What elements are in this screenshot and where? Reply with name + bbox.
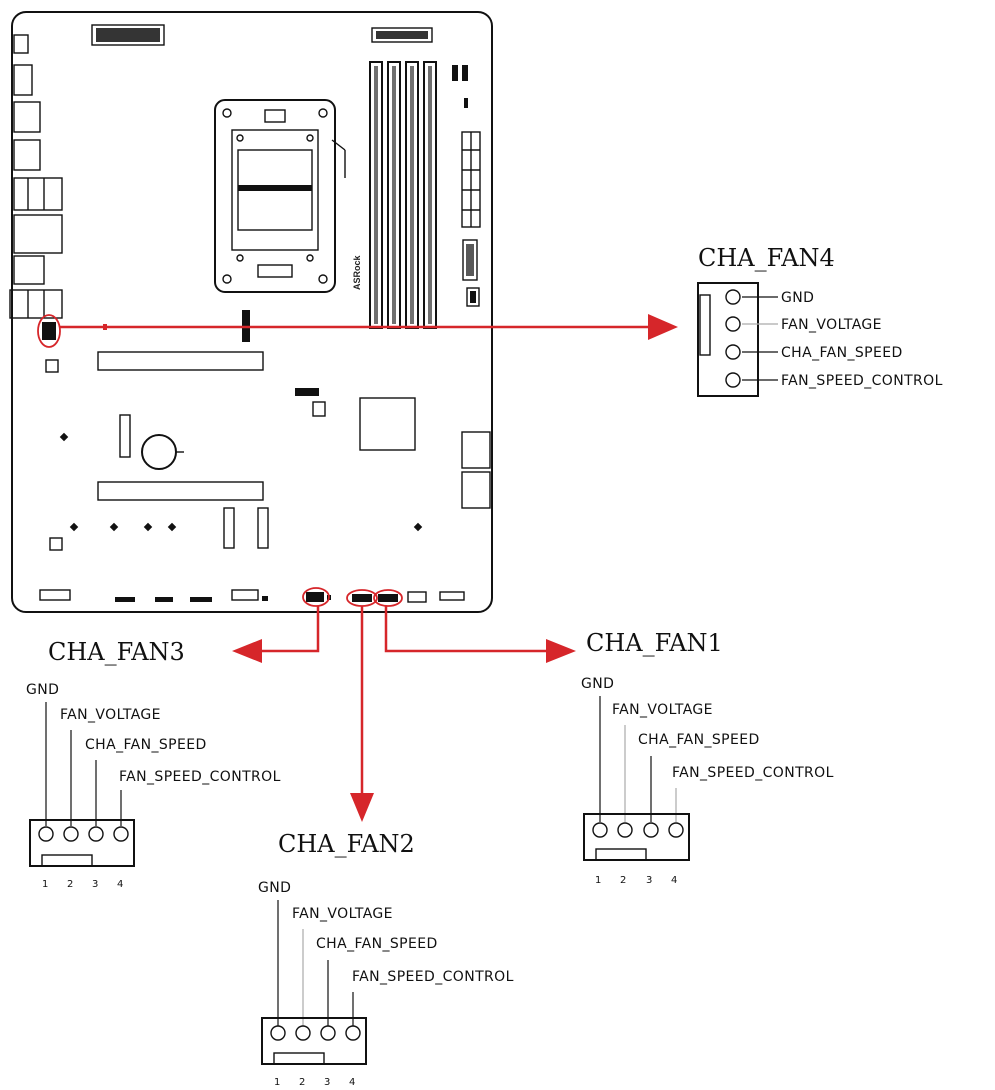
cha-fan4-pin-3 xyxy=(725,344,741,360)
cha-fan4-pin-1 xyxy=(725,289,741,305)
cha-fan3-pin-number-3: 3 xyxy=(92,879,98,890)
cha-fan2-pin-number-3: 3 xyxy=(324,1077,330,1088)
cha-fan2-pin-3-label: CHA_FAN_SPEED xyxy=(316,936,438,952)
cha-fan3-pin-number-2: 2 xyxy=(67,879,73,890)
cha-fan3-pin-3-label: CHA_FAN_SPEED xyxy=(85,737,207,753)
cha-fan1-pinout: CHA_FAN1 GND FAN_VOLTAGE CHA_FAN_SPEED F… xyxy=(581,629,834,886)
bottom-edge-headers xyxy=(39,589,465,603)
cpu-socket xyxy=(214,99,346,293)
cha-fan3-pin-1-label: GND xyxy=(26,682,59,698)
cha-fan2-pin-number-1: 1 xyxy=(274,1077,280,1088)
cha-fan4-pin-4 xyxy=(725,372,741,388)
cha-fan1-pin-2-label: FAN_VOLTAGE xyxy=(612,702,713,718)
cha-fan2-pin-1-label: GND xyxy=(258,880,291,896)
chipset xyxy=(359,397,416,451)
small-header xyxy=(295,388,319,396)
motherboard: ASRock xyxy=(9,11,493,613)
cha-fan1-pin-4 xyxy=(668,822,684,838)
cha-fan4-connector xyxy=(697,282,759,397)
cha-fan2-pin-4-label: FAN_SPEED_CONTROL xyxy=(352,969,514,985)
arrow-cha-fan1 xyxy=(384,606,548,653)
cha-fan4-pin-2-label: FAN_VOLTAGE xyxy=(781,317,882,333)
dimm-slots xyxy=(369,61,437,329)
cha-fan2-pin-1 xyxy=(270,1025,286,1041)
cha-fan2-pin-2-label: FAN_VOLTAGE xyxy=(292,906,393,922)
m2-slot-mid xyxy=(119,414,131,458)
cha-fan2-title: CHA_FAN2 xyxy=(278,830,415,858)
connector-arrows xyxy=(60,314,678,822)
board-outline xyxy=(11,11,493,613)
board-brand-label: ASRock xyxy=(352,254,362,290)
cha-fan4-pin-4-label: FAN_SPEED_CONTROL xyxy=(781,373,943,389)
cha-fan2-pinout: CHA_FAN2 GND FAN_VOLTAGE CHA_FAN_SPEED F… xyxy=(258,830,514,1088)
cha-fan1-pin-1-label: GND xyxy=(581,676,614,692)
cha-fan1-pin-2 xyxy=(617,822,633,838)
cha-fan4-pinout: CHA_FAN4 GND FAN_VOLTAGE CHA_FAN_SPEED F… xyxy=(697,244,943,397)
cha-fan3-pin-3 xyxy=(88,826,104,842)
atx-power-connector xyxy=(461,131,481,228)
rear-io-ports xyxy=(9,34,63,319)
cha-fan1-pin-number-1: 1 xyxy=(595,875,601,886)
cha-fan4-board-header xyxy=(37,314,61,348)
sata-usb-headers xyxy=(461,239,491,509)
cha-fan3-pin-2 xyxy=(63,826,79,842)
cha-fan1-pin-3 xyxy=(643,822,659,838)
cha-fan3-board-header xyxy=(302,587,331,607)
cha-fan1-pin-number-2: 2 xyxy=(620,875,626,886)
pcie-slot-1 xyxy=(97,351,264,371)
arrow-cha-fan3 xyxy=(262,606,320,653)
cha-fan1-pin-3-label: CHA_FAN_SPEED xyxy=(638,732,760,748)
cha-fan4-pin-1-label: GND xyxy=(781,290,814,306)
cha-fan2-pin-number-2: 2 xyxy=(299,1077,305,1088)
cha-fan2-pin-3 xyxy=(320,1025,336,1041)
pcie-slot-2 xyxy=(97,481,264,501)
cpu-power-connector xyxy=(91,24,165,46)
cha-fan3-pin-4 xyxy=(113,826,129,842)
m2-slot-bottom-1 xyxy=(223,507,235,549)
cha-fan1-pin-number-3: 3 xyxy=(646,875,652,886)
cha-fan4-pin-2 xyxy=(725,316,741,332)
cha-fan2-pin-4 xyxy=(345,1025,361,1041)
cha-fan3-title: CHA_FAN3 xyxy=(48,638,185,666)
cha-fan1-pin-number-4: 4 xyxy=(671,875,677,886)
cha-fan3-pin-1 xyxy=(38,826,54,842)
cha-fan1-pin-4-label: FAN_SPEED_CONTROL xyxy=(672,765,834,781)
cha-fan1-pin-1 xyxy=(592,822,608,838)
cmos-battery xyxy=(141,434,177,470)
cha-fan3-pin-number-1: 1 xyxy=(42,879,48,890)
cha-fan3-pin-4-label: FAN_SPEED_CONTROL xyxy=(119,769,281,785)
cha-fan3-pinout: CHA_FAN3 GND FAN_VOLTAGE CHA_FAN_SPEED F… xyxy=(26,638,281,890)
cha-fan3-pin-2-label: FAN_VOLTAGE xyxy=(60,707,161,723)
cha-fan3-pin-number-4: 4 xyxy=(117,879,123,890)
cha-fan1-title: CHA_FAN1 xyxy=(586,629,723,657)
cha-fan1-board-header xyxy=(373,589,403,607)
cha-fan2-board-header xyxy=(346,589,378,607)
top-right-connectors xyxy=(371,27,468,108)
cha-fan2-pin-number-4: 4 xyxy=(349,1077,355,1088)
cha-fan4-title: CHA_FAN4 xyxy=(698,244,835,272)
cha-fan2-pin-2 xyxy=(295,1025,311,1041)
m2-slot-bottom-2 xyxy=(257,507,269,549)
cha-fan4-pin-3-label: CHA_FAN_SPEED xyxy=(781,345,903,361)
